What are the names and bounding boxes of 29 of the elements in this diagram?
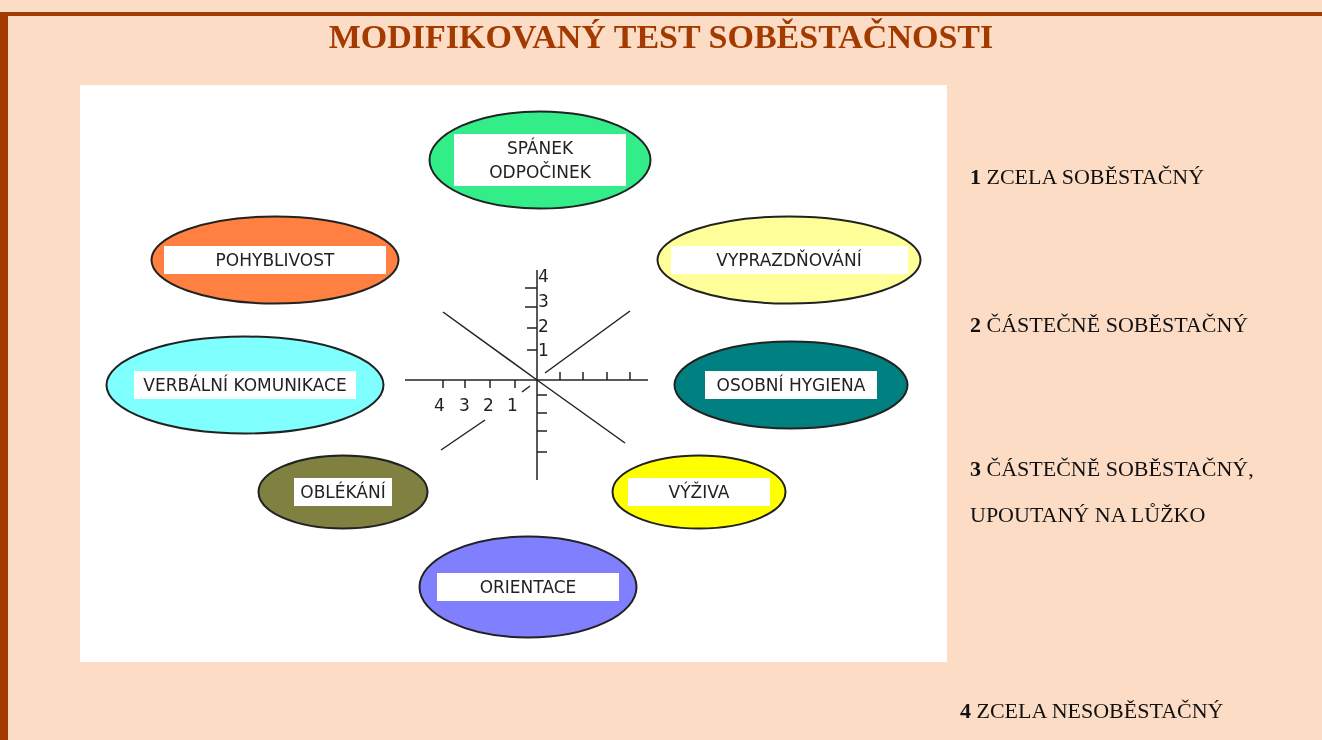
axis-tick-label: 4 [434, 395, 445, 415]
node-label: VÝŽIVA [628, 478, 770, 506]
ellipse-node [105, 335, 385, 435]
node-label: ORIENTACE [437, 573, 619, 601]
axis-tick-label: 1 [538, 340, 549, 360]
node-label: POHYBLIVOST [164, 246, 386, 274]
ellipse-node [673, 340, 909, 430]
node-label: VERBÁLNÍ KOMUNIKACE [134, 371, 356, 399]
node-label: OSOBNÍ HYGIENA [705, 371, 877, 399]
scale-level-text: 3 ČÁSTEČNĚ SOBĚSTAČNÝ, UPOUTANÝ NA LŮŽKO [970, 455, 1255, 529]
node-label: SPÁNEK ODPOČINEK [454, 134, 626, 186]
axis-tick-label: 3 [538, 291, 549, 311]
axis-tick-label: 3 [459, 395, 470, 415]
axis-tick-label: 4 [538, 266, 549, 286]
ellipse-node [656, 215, 922, 305]
scale-level-text: 1 ZCELA SOBĚSTAČNÝ [970, 163, 1205, 191]
axis-tick-label: 1 [507, 395, 518, 415]
axis-tick-label: 2 [483, 395, 494, 415]
ellipse-node [418, 535, 638, 639]
ellipse-node [428, 110, 652, 210]
node-label: VYPRAZDŇOVÁNÍ [670, 246, 908, 274]
diagram-title: MODIFIKOVANÝ TEST SOBĚSTAČNOSTI [327, 18, 995, 56]
node-label: OBLÉKÁNÍ [294, 478, 392, 506]
scale-level-text: 4 ZCELA NESOBĚSTAČNÝ [960, 697, 1224, 725]
scale-level-text: 2 ČÁSTEČNĚ SOBĚSTAČNÝ [970, 311, 1249, 339]
ellipse-node [257, 454, 429, 530]
axis-tick-label: 2 [538, 316, 549, 336]
ellipse-node [611, 454, 787, 530]
ellipse-node [150, 215, 400, 305]
